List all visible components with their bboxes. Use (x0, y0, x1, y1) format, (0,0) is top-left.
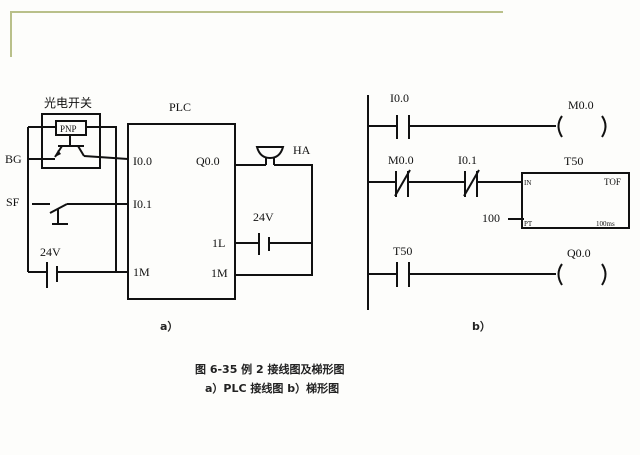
figure-caption-line2: a）PLC 接线图 b）梯形图 (205, 381, 339, 395)
arrow-icon (55, 150, 61, 157)
nc-contact-icon (394, 169, 411, 197)
battery-icon (235, 233, 312, 255)
battery-icon (28, 262, 128, 288)
timer-type-label: TOF (604, 177, 621, 187)
plc-input-i00: I0.0 (133, 154, 152, 168)
sensor-title: 光电开关 (44, 96, 92, 110)
sensor-label: BG (5, 152, 22, 166)
horn-icon (255, 146, 285, 165)
plc-output-1l: 1L (212, 236, 225, 250)
left-supply-label: 24V (40, 245, 61, 259)
plc-title: PLC (169, 100, 191, 114)
no-contact-icon (396, 115, 410, 139)
timer-preset-value: 100 (482, 211, 500, 225)
figure-caption-line1: 图 6-35 例 2 接线图及梯形图 (195, 362, 345, 376)
switch-label: SF (6, 195, 20, 209)
push-switch-icon (32, 203, 128, 225)
plc-input-1m: 1M (133, 265, 150, 279)
rung-2: M0.0 I0.1 T50 IN TOF PT 100ms 100 (368, 153, 630, 229)
rung3-coil-label: Q0.0 (567, 246, 591, 260)
wiring-diagram: 光电开关 PNP BG SF 24V (5, 96, 313, 333)
rung-3: T50 Q0.0 (368, 244, 607, 287)
rung1-contact-label: I0.0 (390, 91, 409, 105)
rung3-contact-label: T50 (393, 244, 412, 258)
timer-box (521, 172, 630, 229)
frame-left-line (10, 11, 12, 57)
wiring-sub-caption: a） (160, 320, 178, 333)
ladder-diagram: I0.0 M0.0 M0.0 I0.1 (367, 91, 630, 333)
transistor-icon (54, 135, 85, 158)
timer-name: T50 (564, 154, 583, 168)
coil-icon (557, 115, 607, 138)
rung2-contact2-label: I0.1 (458, 153, 477, 167)
sensor-box (41, 113, 101, 169)
no-contact-icon (396, 262, 410, 287)
nc-contact-icon (463, 169, 480, 197)
plc-input-i01: I0.1 (133, 197, 152, 211)
plc-output-1m: 1M (211, 266, 228, 280)
plc-box (127, 123, 236, 300)
coil-icon (557, 263, 607, 286)
rung1-coil-label: M0.0 (568, 98, 594, 112)
timer-base-label: 100ms (596, 220, 615, 228)
timer-in-label: IN (524, 179, 531, 187)
timer-pt-label: PT (524, 220, 533, 228)
plc-output-q00: Q0.0 (196, 154, 220, 168)
right-supply-label: 24V (253, 210, 274, 224)
sensor-type: PNP (60, 124, 77, 134)
frame-top-line (10, 11, 503, 13)
ladder-sub-caption: b） (472, 320, 491, 333)
horn-label: HA (293, 143, 311, 157)
rung2-contact1-label: M0.0 (388, 153, 414, 167)
rung-1: I0.0 M0.0 (368, 91, 607, 139)
